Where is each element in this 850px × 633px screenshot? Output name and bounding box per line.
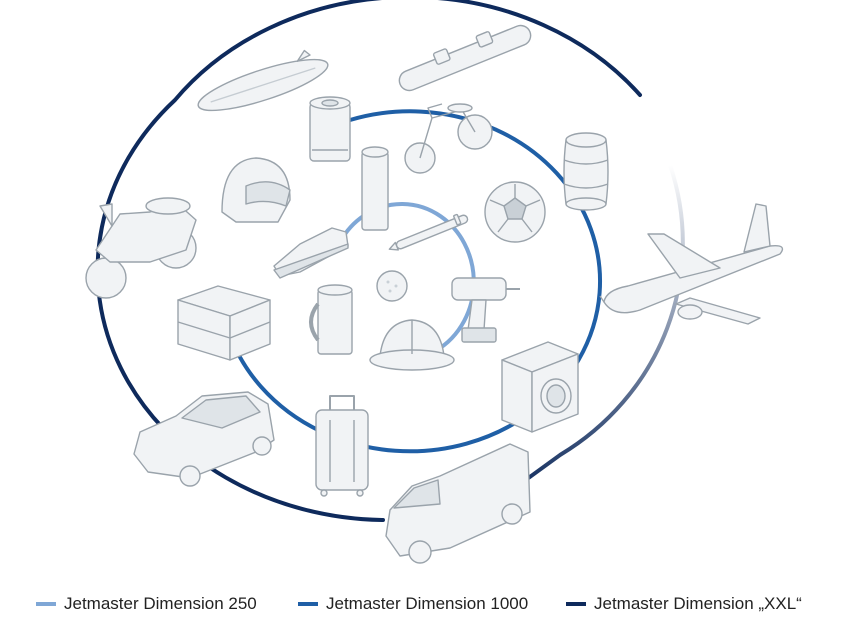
legend-label-xxl: Jetmaster Dimension „XXL“ xyxy=(594,594,802,613)
legend-swatch-xxl xyxy=(566,602,586,606)
golf-ball-icon xyxy=(376,270,408,302)
ring-outer-fade xyxy=(503,163,685,497)
objects xyxy=(85,24,784,564)
legend-swatch-250 xyxy=(36,602,56,606)
balance-bike-icon xyxy=(404,103,493,174)
crate-icon xyxy=(177,285,271,361)
legend-item-1000: Jetmaster Dimension 1000 xyxy=(298,590,528,618)
car-icon xyxy=(133,391,275,487)
washing-machine-icon xyxy=(501,341,579,433)
pen-icon xyxy=(388,213,469,251)
hard-hat-icon xyxy=(369,319,455,371)
can-icon xyxy=(309,96,351,162)
mug-icon xyxy=(309,284,353,355)
legend-item-250: Jetmaster Dimension 250 xyxy=(36,590,257,618)
surfboard-icon xyxy=(197,49,329,112)
cylinder-icon xyxy=(361,146,389,231)
snowboard-icon xyxy=(398,24,532,92)
airplane-icon xyxy=(599,203,784,325)
legend: Jetmaster Dimension 250 Jetmaster Dimens… xyxy=(0,590,850,618)
motorcycle-icon xyxy=(85,197,197,299)
soccer-ball-icon xyxy=(484,181,546,243)
legend-swatch-1000 xyxy=(298,602,318,606)
van-icon xyxy=(385,443,531,564)
motorcycle-helmet-icon xyxy=(221,157,291,223)
legend-label-250: Jetmaster Dimension 250 xyxy=(64,594,257,613)
cordless-drill-icon xyxy=(451,277,520,343)
legend-item-xxl: Jetmaster Dimension „XXL“ xyxy=(566,590,802,618)
sneaker-icon xyxy=(273,227,349,279)
barrel-icon xyxy=(563,132,609,211)
suitcase-icon xyxy=(315,395,369,497)
legend-label-1000: Jetmaster Dimension 1000 xyxy=(326,594,529,613)
